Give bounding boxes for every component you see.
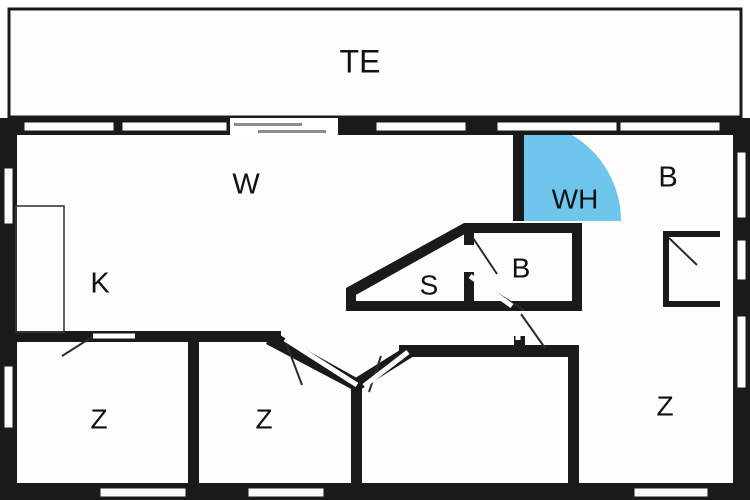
room-label-bathroom-center: B [512,252,531,283]
wall-hall-north [399,345,579,357]
wall-bathroom-east [572,223,582,311]
window-top-2 [121,121,228,132]
window-right-3 [736,315,747,389]
window-bottom-2 [247,487,325,498]
room-label-bedroom-lower-right: Z [656,390,673,421]
window-top-3 [375,121,467,132]
wall-bathroom-west-upper [464,223,474,245]
wall-sauna-diagonal [346,223,472,296]
door-gap-bedroom-mid [283,336,359,388]
room-label-sauna: S [420,269,439,300]
room-label-bedroom-lower-left: Z [90,403,107,434]
closet-outline-top-right-bedroom [663,231,720,307]
wall-hall-east [568,345,579,500]
terrace-room [7,7,743,119]
room-label-bedroom-top-right: B [658,162,677,194]
room-label-bedroom-lower-mid: Z [255,403,272,434]
wall-between-lower-bedrooms [188,336,199,496]
window-bottom-1 [99,487,187,498]
windows [3,118,747,498]
wall-hall-west [351,378,362,500]
fixtures [15,205,720,333]
room-labels: TE W K WH B S B Z Z Z [90,43,677,434]
wall-bathroom-north [464,223,582,233]
door-gap-living [362,350,410,388]
door-swing-bathroom-hall [520,313,546,349]
room-label-whirlpool: WH [552,183,599,214]
window-right-1 [736,151,747,219]
wall-bathroom-south [464,301,582,311]
wall-bedroom-mid-north [181,331,281,342]
wall-exterior-bottom [0,483,750,500]
door-swing-closet [668,237,698,266]
room-label-living: W [232,169,260,201]
wall-bathroom-west-lower [464,272,474,311]
window-bottom-3 [633,487,709,498]
whirlpool-arc [521,121,621,221]
door-swing-kitchen [61,336,93,357]
sliding-door-panel-2[interactable] [258,130,326,133]
door-swing-sauna [472,237,498,275]
wall-bathroom-hall-stub [514,336,525,348]
room-label-terrace: TE [340,43,381,79]
window-right-2 [736,239,747,281]
window-left-2 [3,365,14,429]
window-top-5 [619,121,721,132]
wall-living-east [513,126,524,221]
terrace-floor [9,9,741,117]
sliding-door-panel-1[interactable] [234,123,302,126]
kitchen-counter-outline [15,205,65,333]
door-swing-living [368,355,382,393]
room-label-kitchen: K [90,268,110,300]
window-left-1 [3,167,14,225]
terrace-wall-outline [7,7,743,119]
wall-sauna-south [346,301,472,311]
window-top-1 [23,121,115,132]
door-swing-bedroom-mid [284,339,303,386]
wall-sauna-west [346,288,356,311]
window-top-4 [496,121,618,132]
door-swings [61,237,698,393]
door-gap-bathroom [468,273,514,309]
